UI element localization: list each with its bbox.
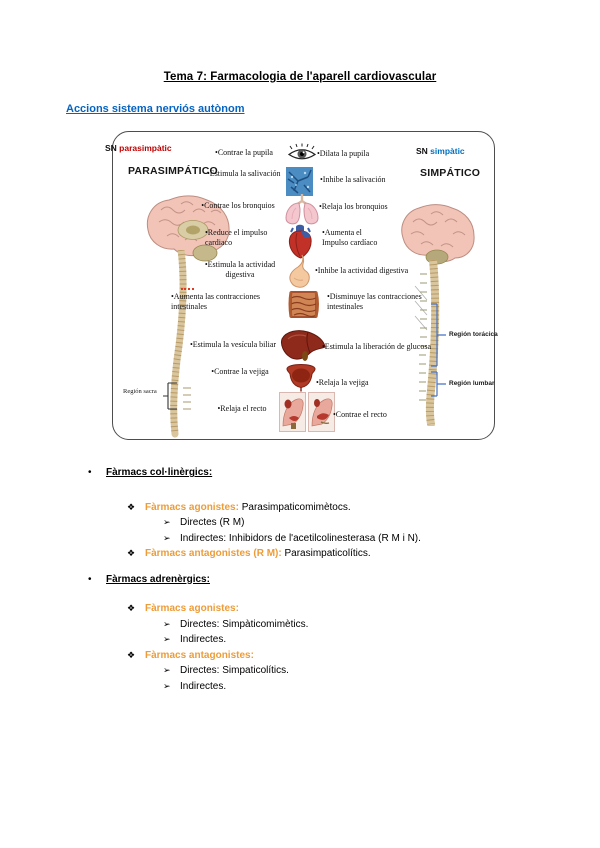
- list-item: ➢ Directes (R M): [88, 515, 558, 531]
- list-heading-cholinergic: • Fàrmacs col·linèrgics:: [88, 466, 558, 481]
- list-item: ➢ Directes: Simpaticolítics.: [88, 663, 558, 679]
- effect-label-right: •Estimula la liberación de glucosa: [322, 342, 431, 351]
- list-heading-text: Fàrmacs adrenèrgics:: [106, 573, 210, 585]
- effect-label-left: •Reduce el impulso cardiaco: [205, 228, 268, 248]
- effect-label-left: •Relaja el recto: [217, 404, 267, 413]
- sacral-bracket-icon: [163, 382, 179, 410]
- item-text: Indirectes.: [180, 680, 227, 692]
- item-text: Parasimpaticolítics.: [281, 548, 371, 559]
- effect-label-left: •Estimula la vesícula biliar: [189, 340, 277, 349]
- simpatico-header: SIMPÁTICO: [420, 167, 481, 179]
- list-item: ➢ Directes: Simpàticomimètics.: [88, 617, 558, 633]
- sn-parasimpatic-label: SN parasimpàtic: [105, 143, 172, 153]
- pelvis-icon: [279, 392, 335, 432]
- item-label: Fàrmacs antagonistes (R M):: [145, 548, 282, 559]
- item-label: Fàrmacs agonistes:: [145, 501, 239, 513]
- item-text: Directes (R M): [180, 517, 245, 528]
- autonomic-nervous-system-diagram: SN parasimpàtic SN simpàtic PARASIMPÁTIC…: [105, 131, 498, 440]
- item-text: Directes: Simpaticolítics.: [180, 665, 289, 676]
- effect-label-left: •Contrae la vejiga: [211, 367, 269, 376]
- item-text: Indirectes.: [180, 634, 227, 645]
- region-sacra-label: Región sacra: [123, 388, 157, 395]
- bullet-icon: •: [88, 573, 92, 585]
- sn-prefix: SN: [416, 146, 431, 156]
- effect-label-left: •Contrae la pupila: [215, 148, 273, 157]
- arrow-bullet-icon: ➢: [163, 532, 171, 543]
- brain-icon: [141, 190, 236, 265]
- sn-simpatic-label: SN simpàtic: [416, 146, 465, 156]
- effect-label-left: •Contrae los bronquios: [201, 201, 275, 210]
- diamond-bullet-icon: ❖: [127, 603, 136, 613]
- sn-prefix: SN: [105, 143, 120, 153]
- list-item: ❖ Fàrmacs antagonistes:: [88, 648, 558, 664]
- stomach-icon: [286, 254, 314, 290]
- effect-label-left: •Estimula la actividad digestiva: [204, 260, 276, 280]
- spinal-cord-parasympathetic: [161, 246, 195, 438]
- arrow-bullet-icon: ➢: [163, 634, 171, 644]
- simpatic-word: simpàtic: [430, 146, 465, 156]
- list-heading-adrenergic: • Fàrmacs adrenèrgics:: [88, 573, 558, 588]
- spinal-cord-sympathetic: [413, 256, 449, 428]
- lungs-icon: [283, 193, 321, 225]
- arrow-bullet-icon: ➢: [163, 618, 171, 629]
- notes-lists: • Fàrmacs col·linèrgics: ❖ Fàrmacs agoni…: [88, 466, 558, 694]
- section-heading: Accions sistema nerviós autònom: [66, 103, 245, 115]
- effect-label-left: •Aumenta las contracciones intestinales: [171, 292, 260, 312]
- parasimpatic-word: parasimpàtic: [119, 143, 172, 153]
- list-item: ➢ Indirectes: Inhibidors de l'acetilcoli…: [88, 531, 558, 547]
- effect-label-right: •Dilata la pupila: [317, 149, 370, 158]
- item-label: Fàrmacs antagonistes:: [145, 649, 254, 661]
- list-item: ❖ Fàrmacs antagonistes (R M): Parasimpat…: [88, 546, 558, 562]
- page-title: Tema 7: Farmacologia de l'aparell cardio…: [163, 71, 437, 83]
- effect-label-right: •Contrae el recto: [333, 410, 387, 419]
- item-text: Directes: Simpàticomimètics.: [180, 618, 309, 630]
- item-label: Fàrmacs agonistes:: [145, 603, 239, 614]
- spinal-region-brackets-icon: [431, 302, 447, 398]
- item-text: Indirectes: Inhibidors de l'acetilcoline…: [180, 532, 421, 544]
- arrow-bullet-icon: ➢: [163, 517, 171, 527]
- diamond-bullet-icon: ❖: [127, 501, 136, 512]
- effect-label-right: •Relaja la vejiga: [316, 378, 369, 387]
- bullet-icon: •: [88, 467, 92, 478]
- spellcheck-mark: [181, 285, 194, 290]
- salivary-glands-icon: [286, 167, 313, 196]
- diamond-bullet-icon: ❖: [127, 649, 136, 660]
- list-item: ➢ Indirectes.: [88, 679, 558, 695]
- liver-icon: [280, 327, 327, 364]
- effect-label-left: •Estimula la salivación: [207, 169, 281, 178]
- heart-icon: [284, 224, 317, 259]
- diamond-bullet-icon: ❖: [127, 548, 136, 558]
- effect-label-right: •Inhibe la salivación: [320, 175, 386, 184]
- arrow-bullet-icon: ➢: [163, 665, 171, 675]
- list-heading-text: Fàrmacs col·linèrgics:: [106, 467, 213, 478]
- item-text: Parasimpaticomimètocs.: [238, 501, 351, 513]
- effect-label-right: •Inhibe la actividad digestiva: [315, 266, 409, 275]
- effect-label-right: •Disminuye las contracciones intestinale…: [327, 292, 422, 312]
- list-item: ➢ Indirectes.: [88, 632, 558, 648]
- region-toracica-label: Región torácica: [449, 331, 498, 338]
- arrow-bullet-icon: ➢: [163, 680, 171, 691]
- list-item: ❖ Fàrmacs agonistes: Parasimpaticomimèto…: [88, 500, 558, 516]
- effect-label-right: •Aumenta el Impulso cardíaco: [322, 228, 378, 248]
- effect-label-right: •Relaja los bronquios: [319, 202, 388, 211]
- bladder-icon: [282, 361, 320, 392]
- parasimpatico-header: PARASIMPÁTICO: [128, 165, 218, 177]
- region-lumbar-label: Región lumbar: [449, 380, 495, 387]
- intestines-icon: [286, 287, 321, 322]
- eye-icon: [287, 143, 317, 163]
- list-item: ❖ Fàrmacs agonistes:: [88, 601, 558, 617]
